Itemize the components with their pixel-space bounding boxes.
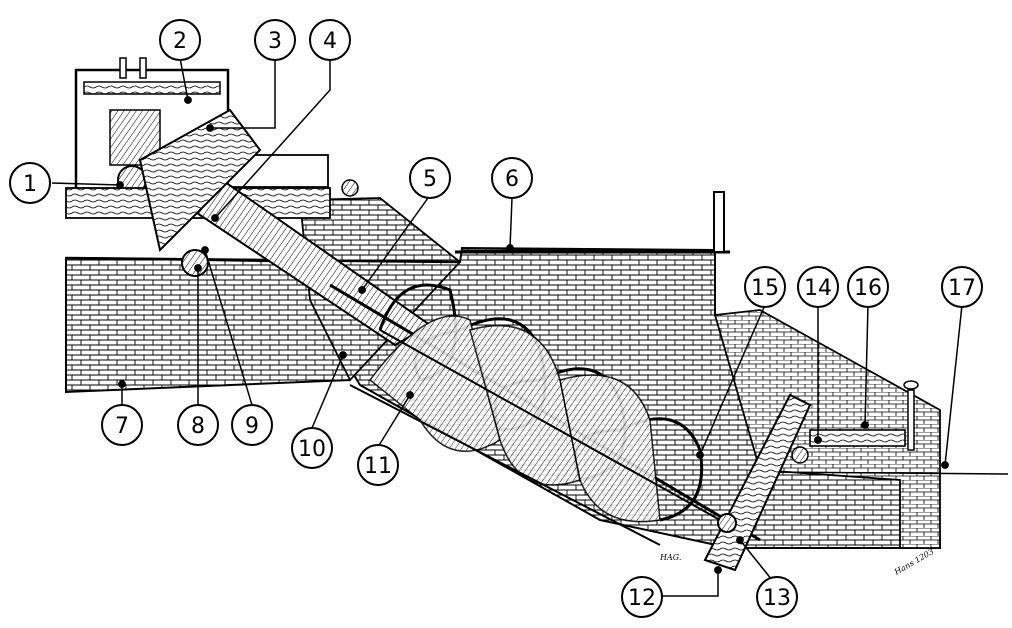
callout-17: 17: [941, 266, 983, 308]
callout-7: 7: [101, 404, 143, 446]
callout-11: 11: [357, 444, 399, 486]
svg-text:11: 11: [364, 454, 392, 479]
svg-text:4: 4: [323, 29, 337, 54]
svg-text:16: 16: [854, 276, 882, 301]
callouts: 1 2 3 4 5 6 7 8: [9, 19, 983, 618]
archimedes-screw: [349, 283, 721, 546]
svg-text:8: 8: [191, 414, 205, 439]
lower-bearing: [703, 380, 919, 572]
svg-text:6: 6: [505, 167, 519, 192]
svg-text:1: 1: [23, 172, 37, 197]
leader-lines: [51, 57, 963, 597]
screw-shaft: [138, 108, 761, 542]
plate-mark: HAG.: [659, 553, 681, 562]
callout-10: 10: [291, 427, 333, 469]
callout-16: 16: [847, 266, 889, 308]
callout-13: 13: [756, 576, 798, 618]
callout-14: 14: [797, 266, 839, 308]
svg-text:17: 17: [948, 276, 976, 301]
callout-4: 4: [309, 19, 351, 61]
callout-9: 9: [231, 404, 273, 446]
svg-text:5: 5: [423, 167, 437, 192]
svg-text:3: 3: [268, 29, 282, 54]
callout-3: 3: [254, 19, 296, 61]
artist-signature: Hans 1203: [892, 547, 935, 577]
callout-8: 8: [177, 404, 219, 446]
callout-5: 5: [409, 157, 451, 199]
svg-text:10: 10: [298, 437, 326, 462]
ground-line-left: [65, 256, 461, 264]
svg-text:2: 2: [173, 29, 187, 54]
svg-text:14: 14: [804, 276, 832, 301]
svg-text:9: 9: [245, 414, 259, 439]
callout-12: 12: [621, 576, 663, 618]
callout-6: 6: [491, 157, 533, 199]
svg-text:12: 12: [628, 586, 656, 611]
svg-text:13: 13: [763, 586, 791, 611]
top-post: [713, 191, 725, 253]
water-line: [759, 471, 1009, 475]
svg-text:7: 7: [115, 414, 129, 439]
svg-text:15: 15: [751, 276, 779, 301]
callout-1: 1: [9, 162, 51, 204]
callout-2: 2: [159, 19, 201, 61]
callout-15: 15: [744, 266, 786, 308]
